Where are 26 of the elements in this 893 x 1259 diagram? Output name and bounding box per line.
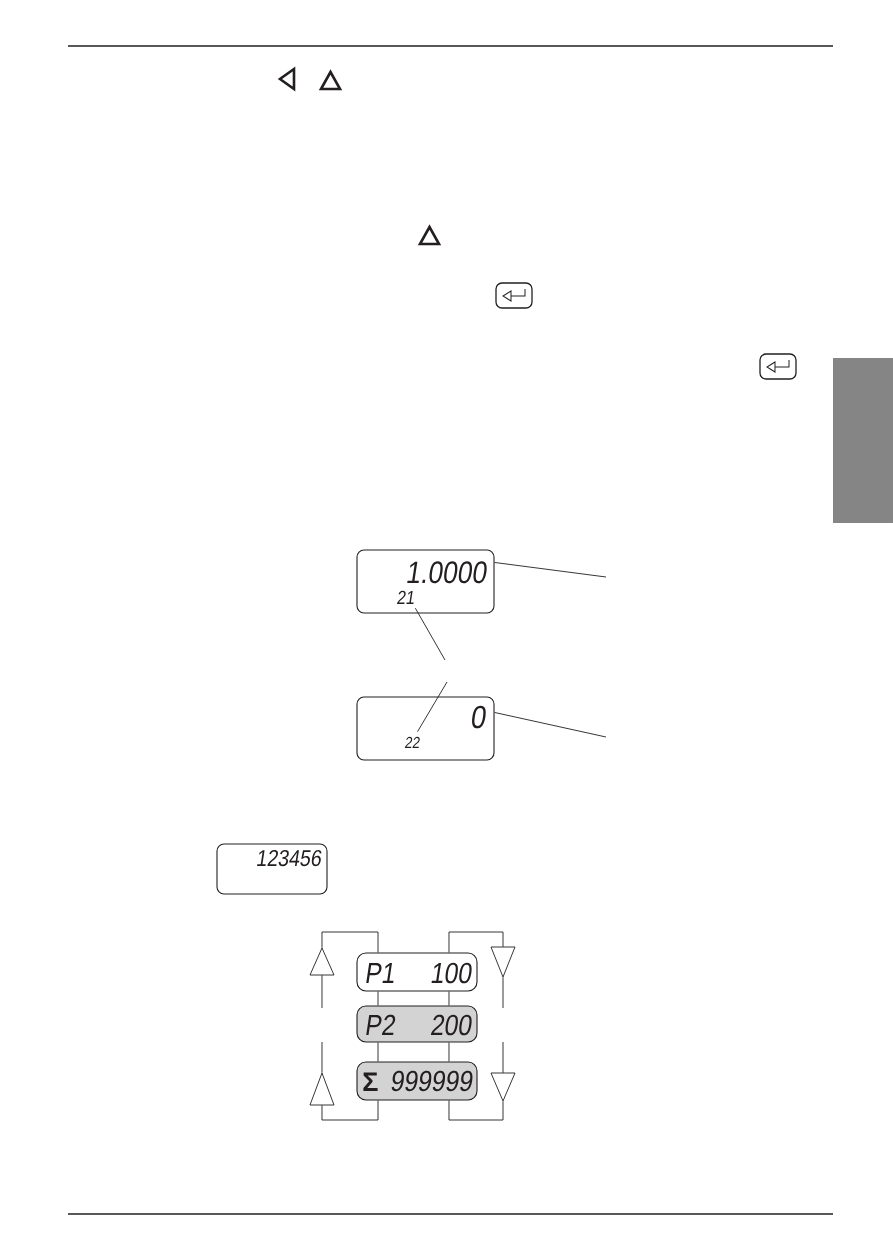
bracket-line: [321, 1100, 379, 1121]
small-digits: 21: [397, 590, 414, 604]
connector-line: [321, 974, 323, 1009]
leader-line: [494, 562, 607, 578]
connector-line: [502, 976, 504, 1009]
connector-line: [377, 991, 379, 1006]
connector-line: [448, 1042, 450, 1062]
leader-line: [417, 681, 448, 733]
triangle-icon: [490, 1072, 516, 1102]
triangle-icon: [490, 946, 516, 978]
triangle-icon: [309, 1072, 335, 1106]
bracket-line: [321, 931, 379, 953]
bracket-line: [448, 1100, 504, 1121]
leader-line: [414, 607, 446, 661]
connector-line: [377, 1042, 379, 1062]
connector-line: [448, 991, 450, 1006]
connector-line: [502, 1041, 504, 1074]
lcd-display: P1 100: [356, 952, 478, 992]
lcd-display: Σ 999999: [356, 1061, 478, 1101]
small-digits: 22: [404, 736, 420, 748]
triangle-icon: [309, 947, 335, 976]
leader-line: [494, 712, 607, 738]
connector-line: [321, 1041, 323, 1074]
bracket-line: [448, 931, 504, 953]
lcd-display: P2 200: [356, 1005, 478, 1043]
lcd-display: 123456: [216, 843, 328, 895]
